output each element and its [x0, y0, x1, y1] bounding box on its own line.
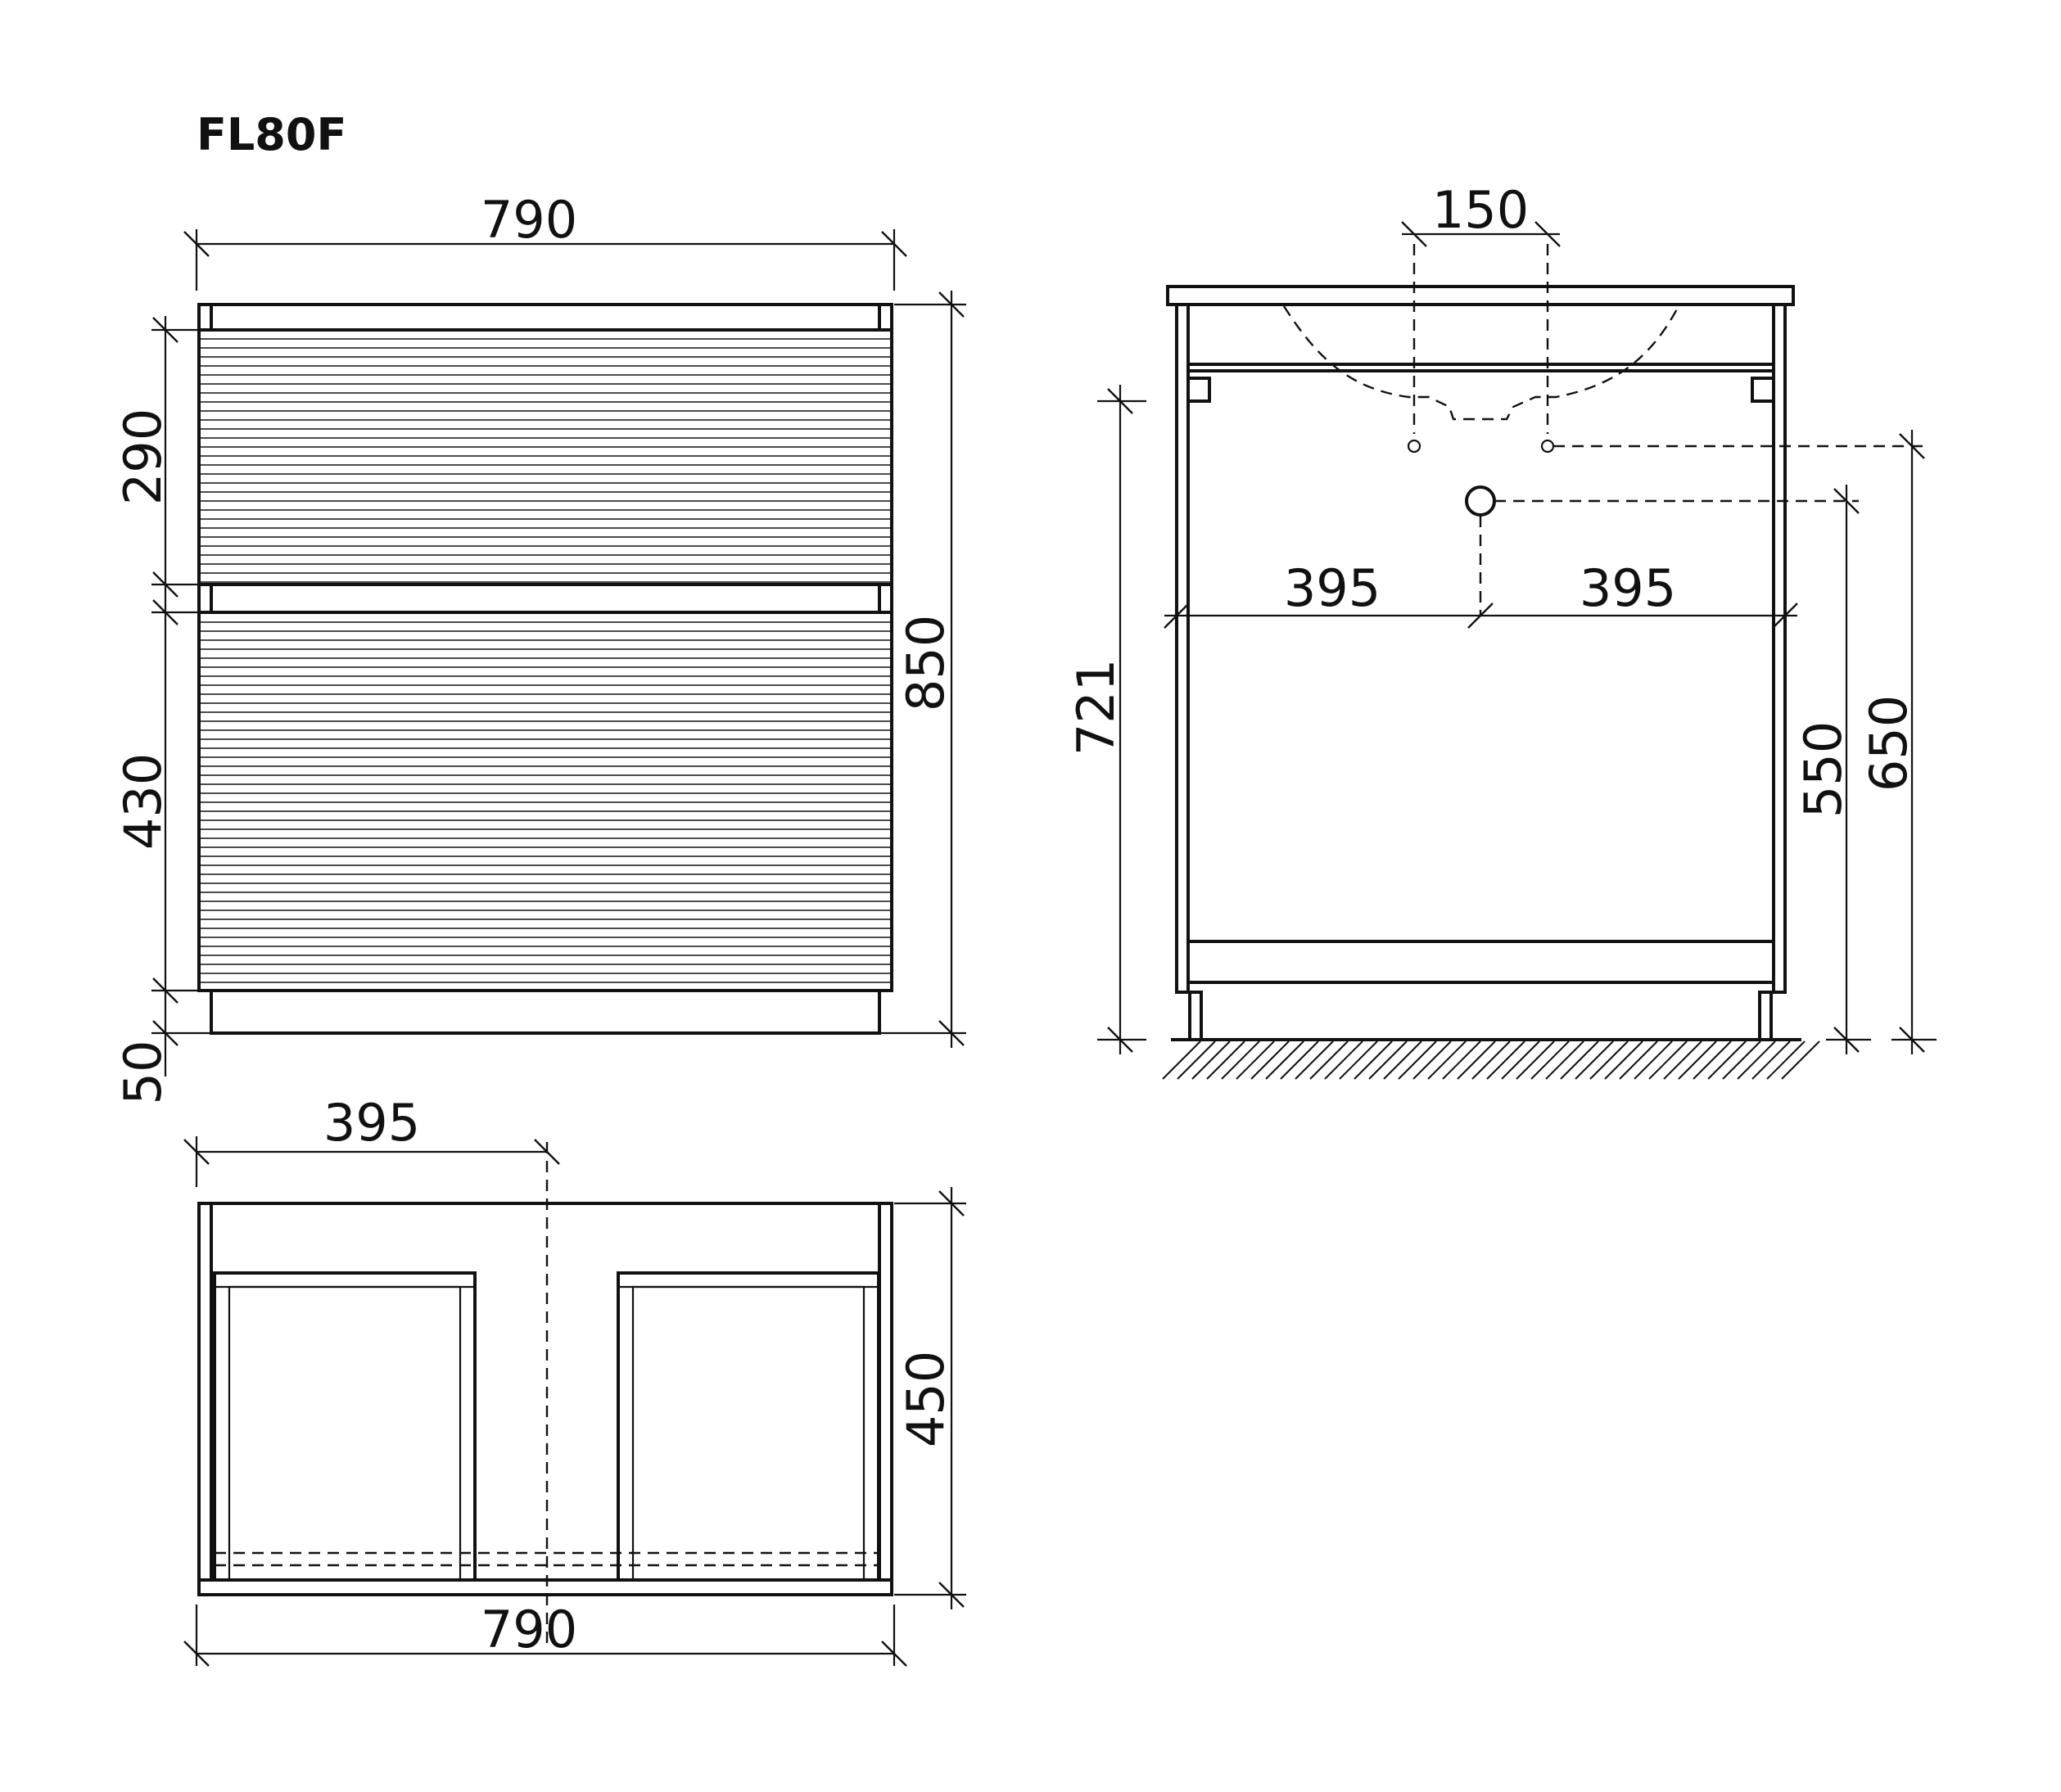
hatch-line — [1442, 1040, 1481, 1080]
hatch-line — [1177, 1040, 1216, 1080]
half-left-label: 395 — [1284, 558, 1381, 618]
hatch-line — [1619, 1040, 1658, 1080]
hatch-line — [1766, 1040, 1806, 1080]
front-width-label: 790 — [481, 190, 577, 250]
hatch-line — [1471, 1040, 1511, 1080]
hatch-line — [1309, 1040, 1349, 1080]
hatch-line — [1368, 1040, 1408, 1080]
hatch-line — [1162, 1040, 1201, 1080]
hatch-line — [1250, 1040, 1290, 1080]
hatch-line — [1604, 1040, 1643, 1080]
height-721-label: 721 — [1066, 659, 1126, 756]
drawer-top-height-label: 290 — [113, 409, 173, 505]
hatch-line — [1324, 1040, 1363, 1080]
hatch-line — [1339, 1040, 1378, 1080]
hatch-line — [1383, 1040, 1422, 1080]
hatch-line — [1398, 1040, 1437, 1080]
hatch-line — [1516, 1040, 1555, 1080]
hatch-line — [1678, 1040, 1717, 1080]
hatch-line — [1295, 1040, 1334, 1080]
hatch-line — [1354, 1040, 1393, 1080]
hatch-line — [1412, 1040, 1452, 1080]
hatch-line — [1737, 1040, 1776, 1080]
plan-half-label: 395 — [323, 1093, 420, 1153]
hatch-line — [1280, 1040, 1319, 1080]
front-height-label: 850 — [896, 615, 956, 711]
hatch-line — [1589, 1040, 1629, 1080]
hatch-line — [1722, 1040, 1761, 1080]
hatch-line — [1545, 1040, 1584, 1080]
half-right-label: 395 — [1580, 558, 1676, 618]
hatch-line — [1693, 1040, 1732, 1080]
hatch-line — [1530, 1040, 1570, 1080]
hatch-line — [1707, 1040, 1747, 1080]
hatch-line — [1427, 1040, 1467, 1080]
plan-depth-label: 450 — [896, 1351, 956, 1447]
floor-hatch — [1162, 1040, 1820, 1080]
tap-spacing-label: 150 — [1432, 180, 1529, 240]
hatch-line — [1560, 1040, 1599, 1080]
hatch-line — [1575, 1040, 1614, 1080]
model-title: FL80F — [197, 109, 346, 160]
front-view: 790 290 430 50 — [113, 190, 966, 1104]
hatch-line — [1457, 1040, 1496, 1080]
hatch-line — [1751, 1040, 1791, 1080]
drawer-bottom-fluting — [199, 621, 892, 983]
hatch-line — [1634, 1040, 1673, 1080]
hatch-line — [1781, 1040, 1820, 1080]
hatch-line — [1221, 1040, 1260, 1080]
drawer-top-fluting — [199, 338, 892, 583]
hatch-line — [1191, 1040, 1231, 1080]
hatch-line — [1206, 1040, 1245, 1080]
hatch-line — [1648, 1040, 1688, 1080]
hatch-line — [1236, 1040, 1275, 1080]
plan-width-label: 790 — [481, 1600, 577, 1659]
hatch-line — [1486, 1040, 1525, 1080]
plinth-height-label: 50 — [113, 1040, 173, 1105]
height-650-label: 650 — [1859, 695, 1919, 792]
height-550-label: 550 — [1793, 721, 1853, 818]
hatch-line — [1663, 1040, 1702, 1080]
section-view: 150 395 395 721 550 650 — [1066, 180, 1937, 1080]
plan-view: 395 450 790 — [183, 1093, 966, 1667]
hatch-line — [1265, 1040, 1304, 1080]
drawer-bottom-height-label: 430 — [113, 753, 173, 850]
hatch-line — [1501, 1040, 1540, 1080]
